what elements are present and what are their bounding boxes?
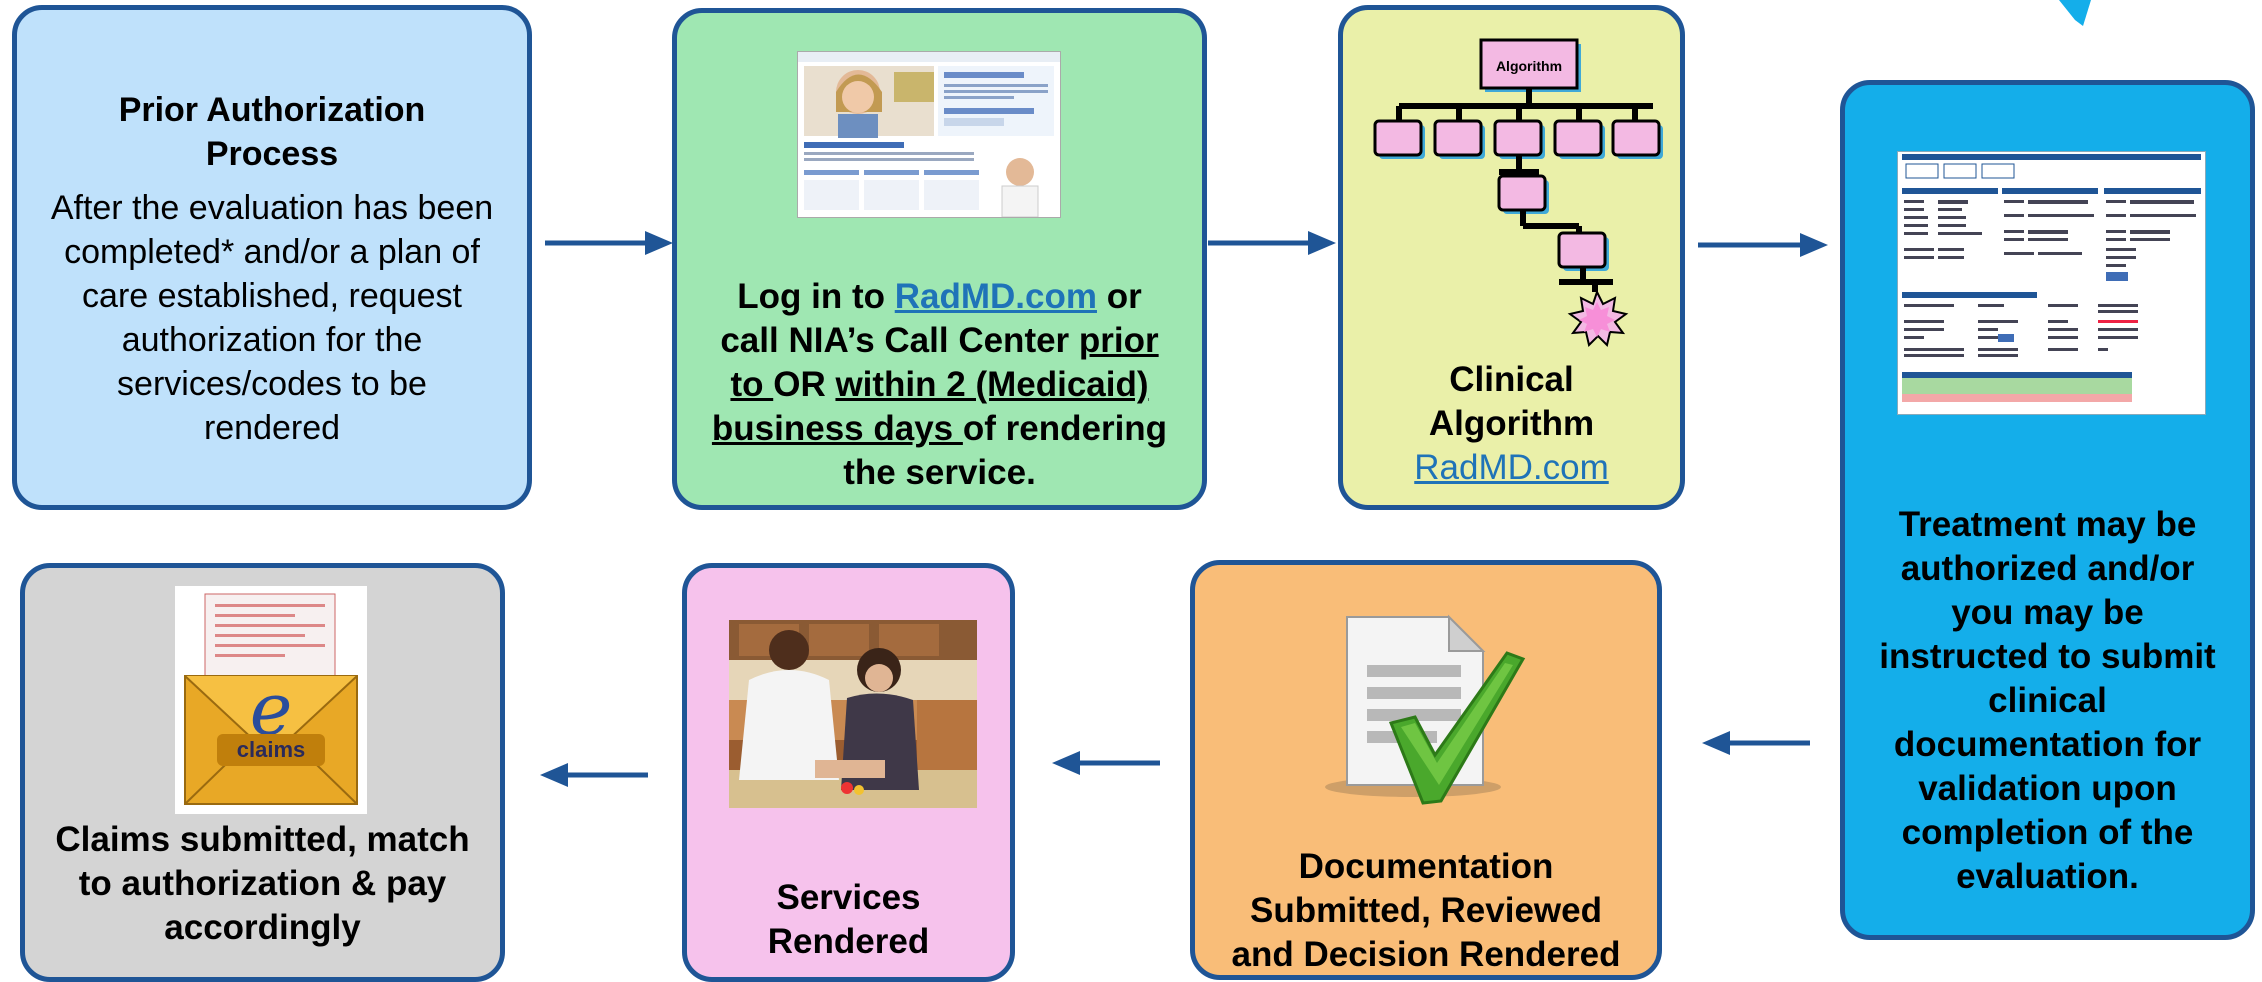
services-photo [729,620,977,808]
document-checkmark-icon [1325,614,1526,805]
call-center-text: call NIA’s Call Center [720,321,1079,360]
arrow-right-icon [1698,233,1828,257]
step-clinical-algorithm: Algorithm Clinical [1338,5,1685,510]
algorithm-flowchart-icon: Algorithm [1373,38,1663,347]
prior-text: prior [1078,321,1159,360]
clinical-label: Clinical [1449,360,1574,399]
radmd-link[interactable]: RadMD.com [894,277,1097,316]
arrow-right-icon [545,231,673,255]
of-rendering-text: of rendering [962,409,1168,448]
radmd-website-screenshot [797,51,1061,218]
arrow-right-icon [1208,231,1336,255]
business-days-text: business days [711,409,963,448]
step-prior-authorization: Prior Authorization Process After the ev… [12,5,532,510]
step-services-rendered: Services Rendered [682,563,1015,982]
eclaims-envelope-icon: e claims [175,586,367,814]
step-description: After the evaluation has been completed*… [50,189,494,447]
case-detail-screenshot [1897,151,2206,415]
login-instructions: Log in to RadMD.com or call NIA’s Call C… [697,275,1182,495]
algorithm-label: Algorithm [1428,404,1595,443]
step-claims-submitted: e claims Claims submitted, match to auth… [20,563,505,982]
arrow-left-icon [1702,731,1810,755]
step-documentation-decision: Documentation Submitted, Reviewed and De… [1190,560,1662,980]
services-description: Services Rendered [767,878,930,961]
claims-description: Claims submitted, match to authorization… [55,820,470,947]
corner-arrow-shape [2059,0,2091,26]
the-service-text: the service. [843,453,1036,492]
to-text: to [730,365,774,404]
within-medicaid-text: within 2 (Medicaid) [835,365,1149,404]
or-text: OR [773,365,836,404]
login-text: Log in to [737,277,895,316]
arrow-left-icon [1052,751,1160,775]
documentation-description: Documentation Submitted, Reviewed and De… [1231,847,1621,974]
step-login-radmd: Log in to RadMD.com or call NIA’s Call C… [672,8,1207,510]
radmd-link[interactable]: RadMD.com [1414,448,1609,487]
treatment-description: Treatment may be authorized and/or you m… [1879,505,2216,896]
arrow-left-icon [540,763,648,787]
algorithm-node-label: Algorithm [1496,58,1562,74]
eclaims-label: claims [237,737,306,762]
login-text-suffix: or [1096,277,1142,316]
step-title: Prior Authorization Process [118,91,426,173]
step-treatment-authorization: Treatment may be authorized and/or you m… [1840,80,2255,940]
